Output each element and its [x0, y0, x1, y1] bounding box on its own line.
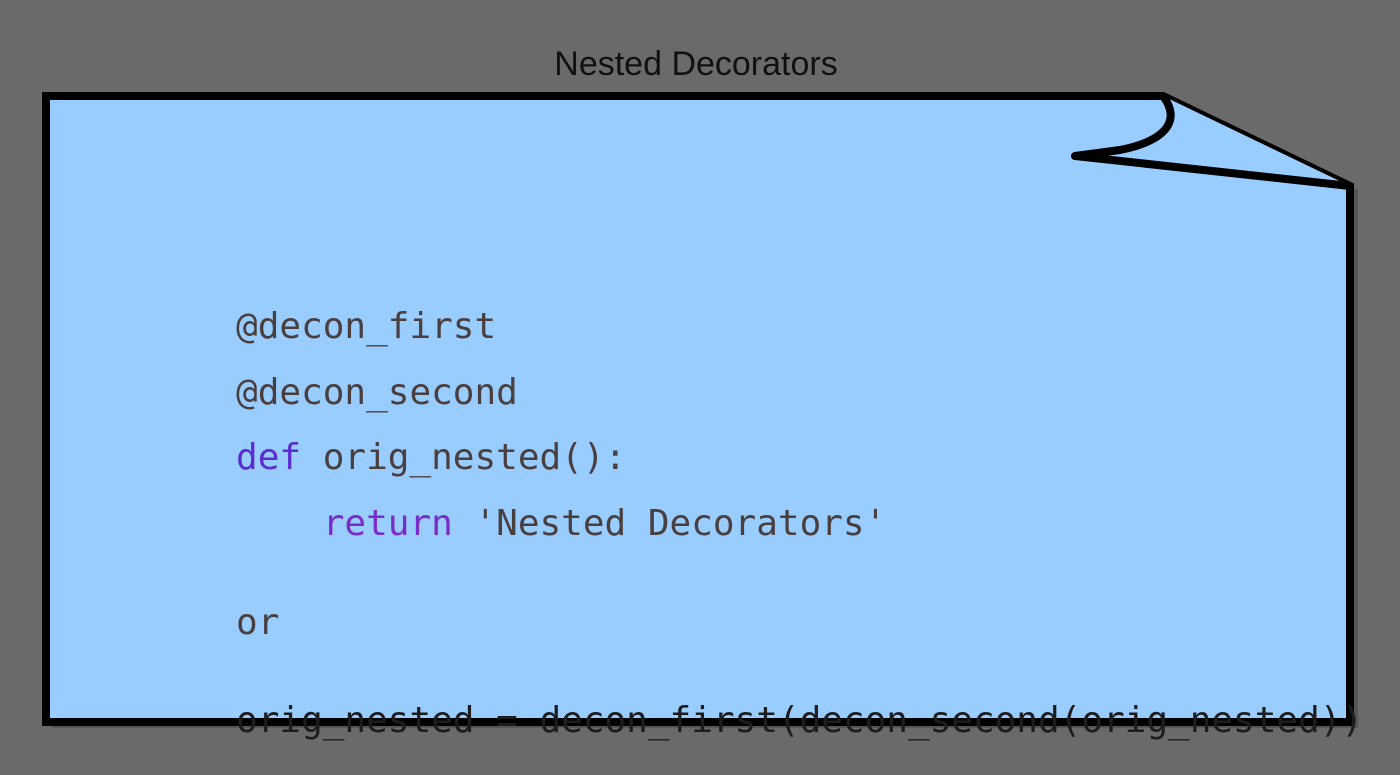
code-line-assignment: orig_nested = decon_first(decon_second(o… — [106, 661, 1363, 775]
diagram-title: Nested Decorators — [554, 45, 838, 83]
code-block: @decon_first @decon_second def orig_nest… — [106, 0, 1363, 741]
function-signature: orig_nested(): — [301, 437, 627, 478]
indent — [236, 503, 323, 544]
code-line-decorator-second: @decon_second — [106, 333, 518, 453]
code-line-return: return 'Nested Decorators' — [106, 464, 887, 584]
def-keyword: def — [236, 437, 302, 478]
code-line-decorator-first: @decon_first — [106, 267, 496, 387]
or-text: or — [236, 602, 280, 643]
return-value: 'Nested Decorators' — [452, 503, 887, 544]
note-fold — [1071, 93, 1351, 190]
code-line-or: or — [106, 563, 279, 683]
decorator-first: @decon_first — [236, 306, 497, 347]
note-body — [42, 92, 1354, 726]
decorator-second: @decon_second — [236, 372, 518, 413]
return-keyword: return — [322, 503, 453, 544]
assignment-expression: orig_nested = decon_first(decon_second(o… — [236, 700, 1364, 741]
code-line-def: def orig_nested(): — [106, 398, 626, 518]
